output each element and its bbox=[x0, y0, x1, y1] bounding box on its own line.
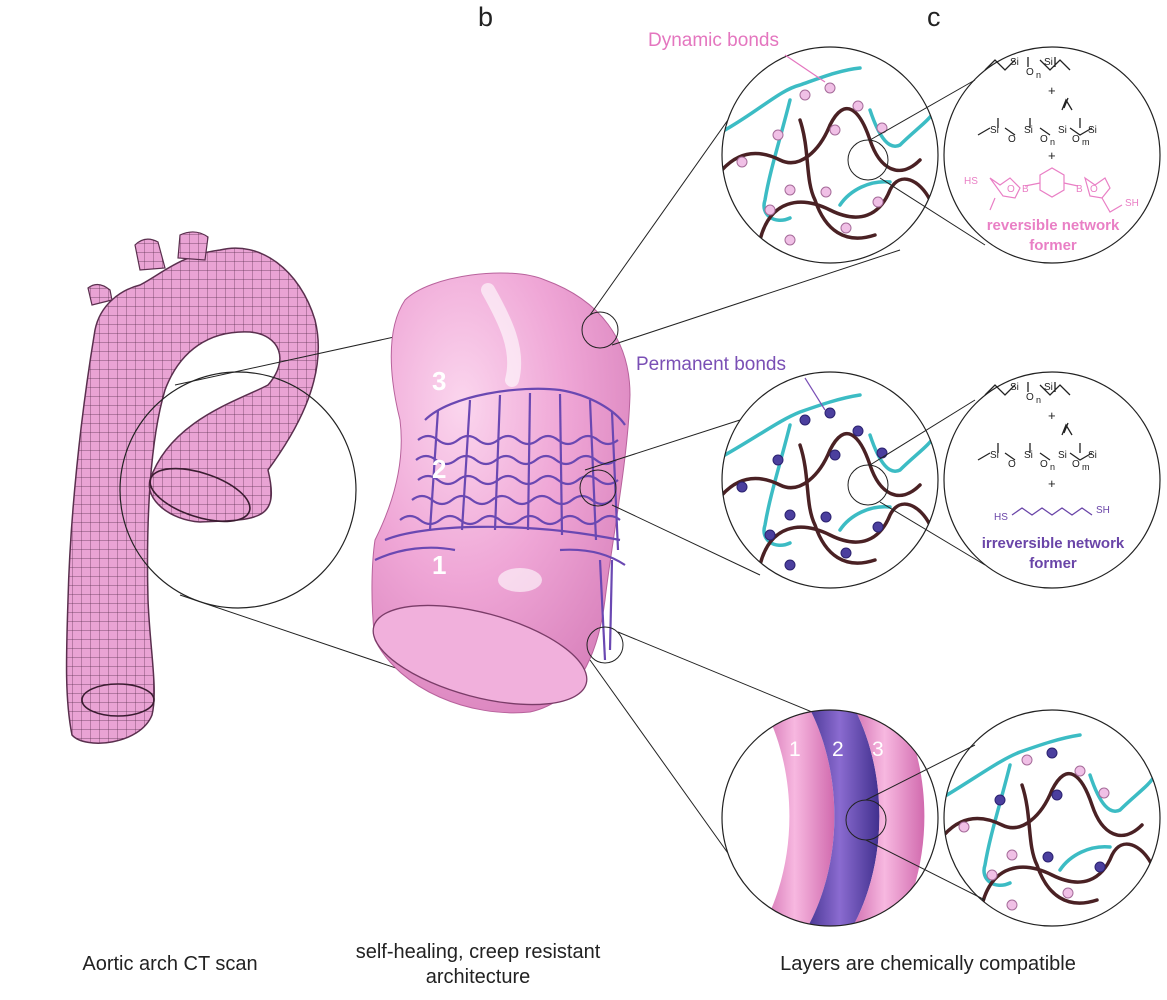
band-label-2: 2 bbox=[832, 738, 844, 761]
aortic-arch-mesh bbox=[65, 231, 320, 744]
permanent-network-zoom bbox=[721, 371, 939, 589]
plus-sign: + bbox=[1048, 83, 1056, 98]
svg-text:Si: Si bbox=[1044, 382, 1053, 393]
dynamic-bonds-label: Dynamic bonds bbox=[648, 30, 779, 51]
svg-text:n: n bbox=[1050, 462, 1055, 472]
caption-architecture: self-healing, creep resistant architectu… bbox=[355, 941, 601, 988]
svg-text:Si: Si bbox=[1010, 382, 1019, 393]
connector-lines-c bbox=[865, 79, 986, 901]
svg-text:O: O bbox=[1040, 134, 1048, 145]
permanent-lattice bbox=[374, 387, 626, 661]
svg-text:Si: Si bbox=[990, 125, 999, 136]
svg-text:B: B bbox=[1076, 184, 1083, 195]
caption-aortic-arch: Aortic arch CT scan bbox=[82, 953, 258, 975]
svg-text:B: B bbox=[1022, 184, 1029, 195]
svg-text:m: m bbox=[1082, 137, 1090, 147]
svg-text:Si: Si bbox=[990, 450, 999, 461]
svg-text:+: + bbox=[1048, 408, 1056, 423]
marker-circle-top bbox=[581, 311, 619, 349]
svg-text:SH: SH bbox=[1096, 505, 1110, 516]
permanent-inner-marker bbox=[847, 464, 889, 506]
svg-text:HS: HS bbox=[994, 512, 1008, 523]
permanent-bonds-label: Permanent bonds bbox=[636, 354, 786, 375]
svg-text:O: O bbox=[1026, 67, 1034, 78]
ct-zoom-circle bbox=[119, 371, 357, 609]
svg-text:Si: Si bbox=[1024, 450, 1033, 461]
svg-text:m: m bbox=[1082, 462, 1090, 472]
svg-text:Si: Si bbox=[1088, 450, 1097, 461]
panel-label-b: b bbox=[478, 2, 494, 32]
graft-architecture bbox=[371, 272, 631, 714]
dynamic-inner-marker bbox=[847, 139, 889, 181]
svg-text:Si: Si bbox=[1058, 450, 1067, 461]
svg-text:n: n bbox=[1036, 395, 1041, 405]
svg-text:Si: Si bbox=[1044, 57, 1053, 68]
svg-text:O: O bbox=[1040, 459, 1048, 470]
graft-layer-2: 2 bbox=[432, 454, 446, 484]
band-label-1: 1 bbox=[789, 738, 801, 761]
mixed-network-zoom bbox=[943, 709, 1161, 927]
svg-text:O: O bbox=[1072, 459, 1080, 470]
marker-circle-bottom bbox=[586, 626, 624, 664]
svg-text:O: O bbox=[1090, 184, 1098, 195]
svg-text:Si: Si bbox=[1058, 125, 1067, 136]
permanent-callout-arrow bbox=[804, 377, 826, 411]
svg-text:O: O bbox=[1008, 459, 1016, 470]
svg-text:O: O bbox=[1026, 392, 1034, 403]
svg-text:Si: Si bbox=[1088, 125, 1097, 136]
dynamic-bond-beads bbox=[736, 82, 888, 246]
svg-text:O: O bbox=[1008, 134, 1016, 145]
svg-text:Si: Si bbox=[1024, 125, 1033, 136]
dynamic-network-zoom bbox=[721, 46, 939, 264]
svg-text:O: O bbox=[1007, 184, 1015, 195]
layer-cross-section-zoom bbox=[721, 709, 939, 927]
graft-layer-1: 1 bbox=[432, 550, 446, 580]
svg-text:+: + bbox=[1048, 476, 1056, 491]
dynamic-callout-arrow bbox=[784, 54, 826, 83]
svg-text:O: O bbox=[1072, 134, 1080, 145]
marker-circle-mid bbox=[579, 469, 617, 507]
reversible-chem-circle: Si O Si n + Si O Si O Si O Si n m + HS B… bbox=[943, 46, 1161, 264]
svg-text:SH: SH bbox=[1125, 198, 1139, 209]
reversible-network-former-label: reversible network former bbox=[986, 217, 1120, 254]
irreversible-chem-circle: Si O Si n + Si O Si O Si O Si n m + HS S… bbox=[943, 371, 1161, 589]
graft-layer-3: 3 bbox=[432, 366, 446, 396]
svg-text:n: n bbox=[1050, 137, 1055, 147]
svg-text:Si: Si bbox=[1010, 57, 1019, 68]
svg-text:n: n bbox=[1036, 70, 1041, 80]
permanent-bond-beads bbox=[736, 407, 888, 571]
svg-text:HS: HS bbox=[964, 176, 978, 187]
svg-text:+: + bbox=[1048, 148, 1056, 163]
band-label-3: 3 bbox=[872, 738, 884, 761]
caption-layers-compatible: Layers are chemically compatible bbox=[780, 953, 1076, 975]
panel-label-c: c bbox=[927, 2, 941, 32]
irreversible-network-former-label: irreversible network former bbox=[981, 535, 1125, 572]
